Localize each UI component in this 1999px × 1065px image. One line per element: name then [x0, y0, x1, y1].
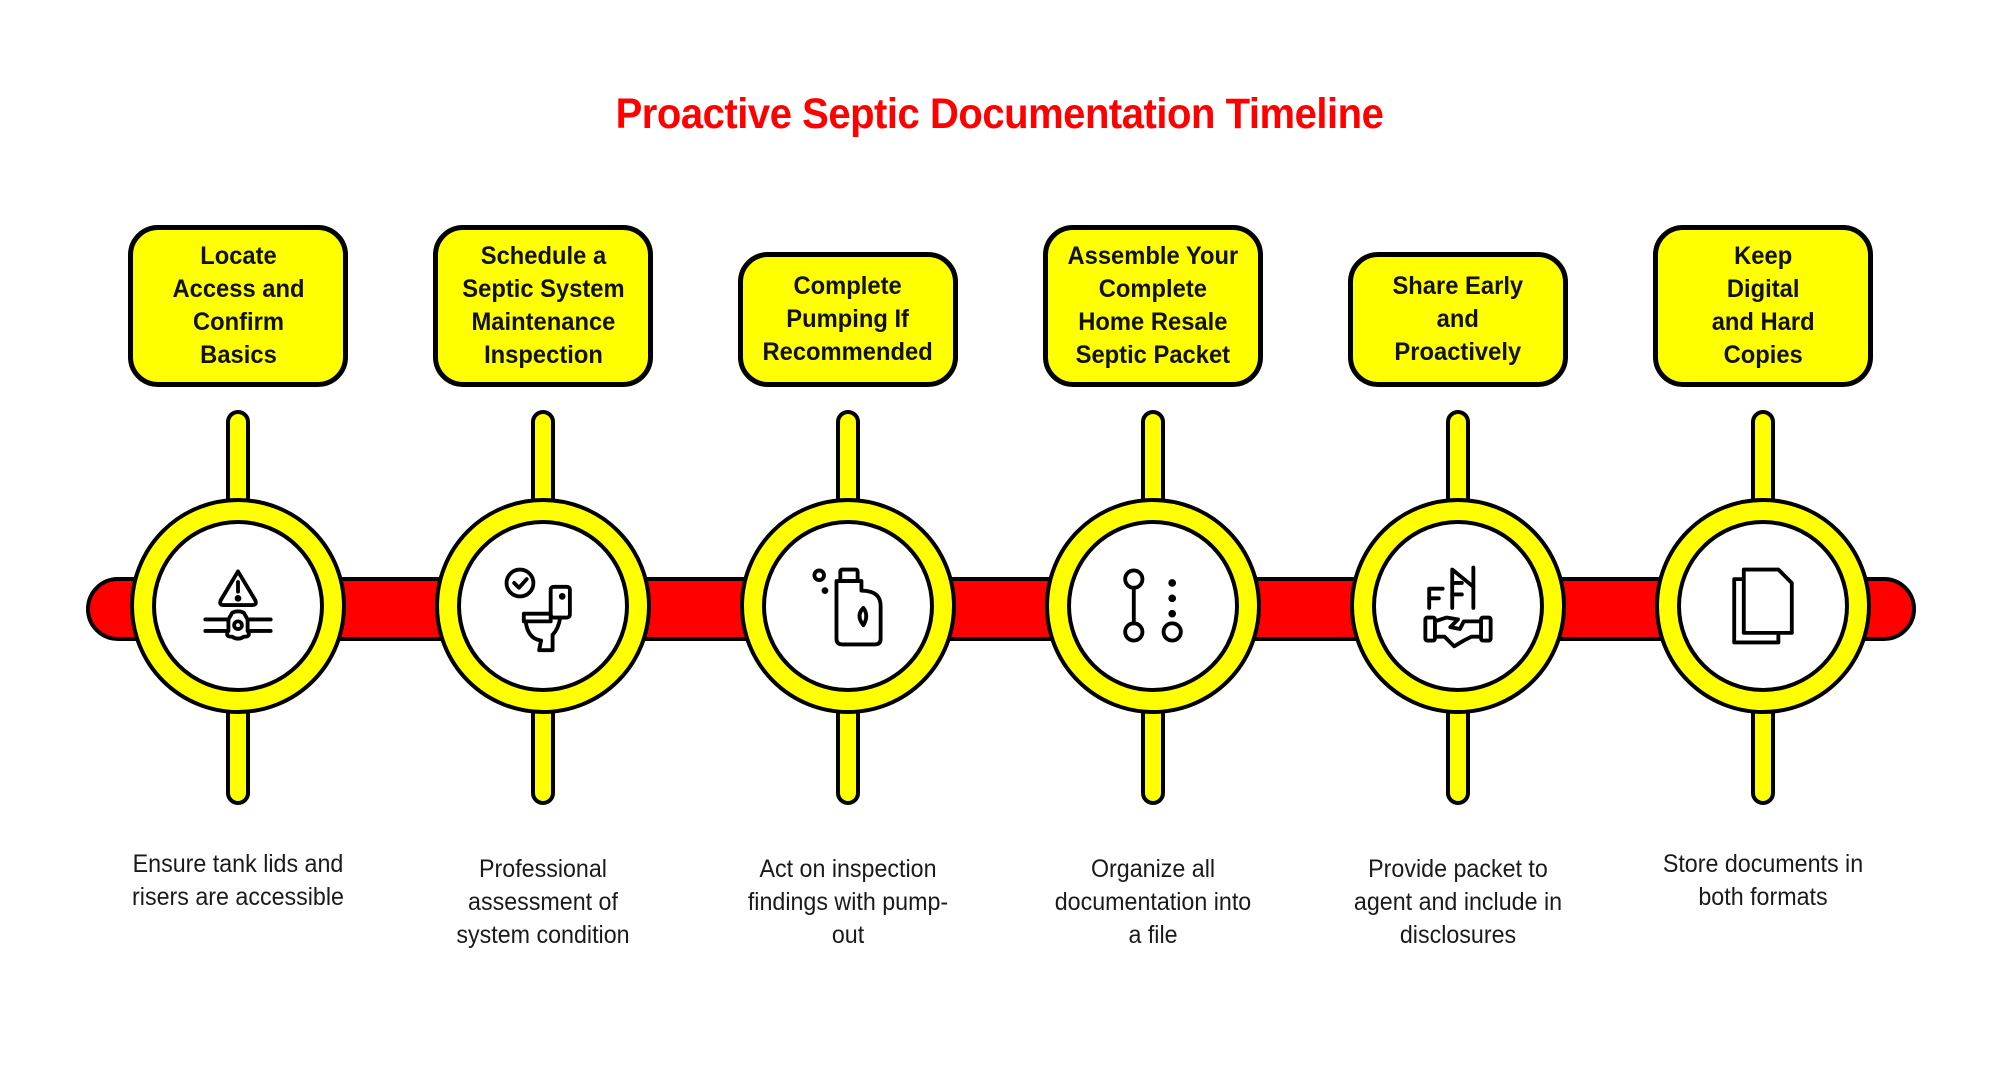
- timeline-bar: [86, 577, 1916, 641]
- timeline-step-5: Share Early and Proactively Provide pack…: [1308, 0, 1608, 1065]
- step-description: Professional assessment of system condit…: [456, 855, 630, 949]
- step-title-box: Schedule a Septic System Maintenance Ins…: [433, 225, 653, 387]
- timeline-step-1: Locate Access and Confirm Basics Ensure …: [88, 0, 388, 1065]
- connector-top: [1141, 410, 1165, 520]
- step-title-box: Locate Access and Confirm Basics: [128, 225, 348, 387]
- step-title-box: Share Early and Proactively: [1348, 252, 1568, 387]
- step-title-box: Keep Digital and Hard Copies: [1653, 225, 1873, 387]
- timeline-step-4: Assemble Your Complete Home Resale Septi…: [1003, 0, 1303, 1065]
- timeline-step-3: Complete Pumping If Recommended Act on i…: [698, 0, 998, 1065]
- step-title: Schedule a Septic System Maintenance Ins…: [461, 242, 625, 369]
- diagram-title: Proactive Septic Documentation Timeline: [615, 90, 1384, 138]
- timeline-step-2: Schedule a Septic System Maintenance Ins…: [393, 0, 693, 1065]
- step-title-box: Complete Pumping If Recommended: [738, 252, 958, 387]
- warning-valve-icon: [203, 569, 273, 641]
- step-description: Store documents in both formats: [1662, 850, 1864, 911]
- step-title: Complete Pumping If Recommended: [762, 272, 934, 366]
- step-title: Locate Access and Confirm Basics: [171, 242, 305, 369]
- step-description: Ensure tank lids and risers are accessib…: [132, 850, 344, 911]
- step-marker: [1655, 498, 1871, 714]
- step-title: Assemble Your Complete Home Resale Septi…: [1067, 242, 1239, 369]
- step-marker: [740, 498, 956, 714]
- step-description: Act on inspection findings with pump- ou…: [747, 855, 949, 949]
- step-description: Provide packet to agent and include in d…: [1353, 855, 1563, 949]
- documents-copy-icon: [1732, 567, 1794, 645]
- cleaner-bottle-icon: [812, 567, 883, 647]
- step-marker: [1045, 498, 1261, 714]
- toilet-check-icon: [504, 567, 572, 653]
- connection-nodes-icon: [1123, 568, 1183, 643]
- step-marker: [1350, 498, 1566, 714]
- step-marker: [435, 498, 651, 714]
- building-handshake-icon: [1423, 565, 1493, 649]
- timeline-step-6: Keep Digital and Hard Copies Store docum…: [1613, 0, 1913, 1065]
- step-title-box: Assemble Your Complete Home Resale Septi…: [1043, 225, 1263, 387]
- step-title: Keep Digital and Hard Copies: [1711, 242, 1815, 369]
- step-marker: [130, 498, 346, 714]
- step-title: Share Early and Proactively: [1392, 272, 1524, 366]
- step-description: Organize all documentation into a file: [1054, 855, 1252, 949]
